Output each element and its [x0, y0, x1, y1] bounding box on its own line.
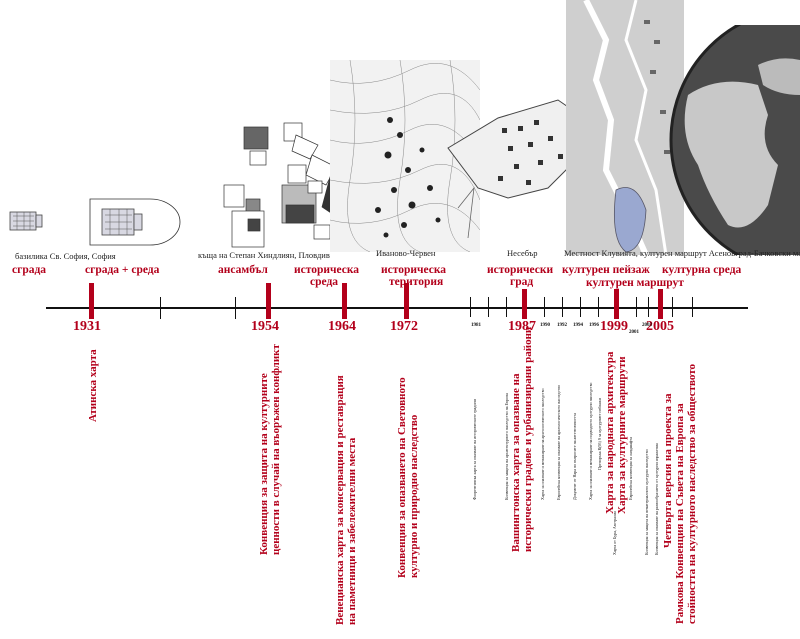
doc-2005-line-2: Рамкова Конвенция на Съвета на Европа за: [674, 403, 686, 624]
doc-1964-line-1: Венецианска харта за консервация и реста…: [334, 375, 346, 625]
level-building: сграда: [12, 264, 47, 276]
level-historic-territory-2: територия: [389, 276, 444, 288]
doc-2005-line-1: Четвърта версия на проекта за: [662, 393, 674, 548]
tick: [470, 297, 471, 317]
year-1987: 1987: [508, 319, 536, 334]
tick: [598, 297, 599, 317]
level-cultural-route: културен маршрут: [586, 277, 684, 289]
doc-minor-sofia: Харта за опазване и менажиране на подвод…: [588, 382, 593, 500]
caption-ivanovo: Иваново-Червен: [376, 248, 436, 258]
year-1994: 1994: [573, 323, 583, 328]
tick: [544, 297, 545, 317]
tick: [692, 297, 693, 317]
caption-nessebar: Несебър: [507, 248, 538, 258]
doc-minor-granada: Конвенция за защита на архитектурното на…: [504, 393, 509, 500]
year-2003: 2003: [642, 323, 652, 328]
tick: [562, 297, 563, 317]
tick: [235, 297, 236, 319]
marker-1987: [522, 289, 527, 319]
doc-minor-nara: Документ от Нара по въпросите на автенти…: [572, 413, 577, 500]
year-1964: 1964: [328, 319, 356, 334]
level-historic-city-2: град: [510, 276, 534, 288]
doc-1964-line-2: на паметници и забележителни места: [346, 437, 358, 625]
year-1931: 1931: [73, 319, 101, 334]
level-historic-environment-1: историческа: [294, 264, 360, 276]
year-1992: 1992: [557, 323, 567, 328]
cultural-landscape-map-image: [566, 0, 684, 255]
doc-1972-line-2: културно и природно наследство: [408, 414, 420, 578]
doc-minor-burra: Харта от Бура, Австралия: [612, 511, 617, 555]
level-historic-city-1: исторически: [487, 264, 554, 276]
globe-image: [669, 25, 800, 255]
doc-minor-r95: Препоръка R(95) 9 за културните пейзажи: [597, 398, 602, 470]
caption-basilica: базилика Св. София, София: [15, 251, 116, 261]
marker-1931: [89, 283, 94, 319]
year-1999: 1999: [600, 319, 628, 334]
year-2001: 2001: [629, 330, 639, 335]
year-1996: 1996: [589, 323, 599, 328]
year-1981: 1981: [471, 323, 481, 328]
tick: [488, 297, 489, 317]
marker-1964: [342, 283, 347, 319]
doc-minor-landscape: Европейска конвенция за ландшафта: [628, 437, 633, 500]
timeline-axis: [46, 307, 748, 309]
tick: [506, 297, 507, 317]
doc-1987-line-1: Вашингтонска харта за опазване на: [510, 373, 522, 553]
year-1972: 1972: [390, 319, 418, 334]
doc-athens-charter: Атинска харта: [87, 349, 99, 422]
tick: [160, 297, 161, 319]
marker-1972: [404, 283, 409, 319]
doc-minor-diversity: Конвенция за опазване на разнообразието …: [654, 443, 659, 555]
year-1954: 1954: [251, 319, 279, 334]
year-2005: 2005: [646, 319, 674, 334]
doc-1987-line-2: исторически градове и урбанизирани район…: [522, 326, 534, 552]
tick: [636, 297, 637, 317]
caption-kluviyata: Местност Клувията, културен маршрут Асен…: [564, 248, 800, 258]
caption-house: къща на Степан Хиндлиян, Пловдив: [198, 250, 330, 260]
level-cultural-environment: културна среда: [662, 264, 742, 276]
marker-2005: [658, 289, 663, 319]
old-town-map-image: [447, 99, 585, 239]
doc-1954-line-2: ценности в случай на въоръжен конфликт: [270, 344, 282, 555]
doc-2005-line-3: стойността на културното наследство за о…: [686, 364, 698, 624]
year-1990: 1990: [540, 323, 550, 328]
doc-1954-line-1: Конвенция за защита на културните: [258, 373, 270, 555]
basilica-environment-image: [89, 198, 181, 246]
basilica-plan-image: [9, 211, 43, 231]
doc-minor-valletta: Европейска конвенция за опазване на архе…: [556, 385, 561, 500]
marker-1954: [266, 283, 271, 319]
level-historic-territory-1: историческа: [381, 264, 447, 276]
doc-1999-line-2: Харта за културните маршрути: [616, 356, 628, 514]
level-cultural-landscape: културен пейзаж: [562, 264, 650, 276]
marker-1999: [614, 289, 619, 319]
level-ensemble: ансамбъл: [218, 264, 268, 276]
tick: [648, 297, 649, 317]
historic-territory-map-image: [330, 60, 480, 252]
tick: [580, 297, 581, 317]
doc-minor-florence: Флорентинска харта за опазване на истори…: [472, 399, 477, 500]
tick: [672, 297, 673, 317]
doc-1999-line-1: Харта за народната архитектура: [604, 351, 616, 514]
doc-minor-intangible: Конвенция за защита на нематериалното ку…: [644, 449, 649, 555]
level-building-environment: сграда + среда: [85, 264, 160, 276]
level-historic-environment-2: среда: [310, 276, 339, 288]
doc-minor-lausanne: Харта за опазване и менажиране на археол…: [540, 388, 545, 501]
doc-1972-line-1: Конвенция за опазването на Световното: [396, 377, 408, 578]
